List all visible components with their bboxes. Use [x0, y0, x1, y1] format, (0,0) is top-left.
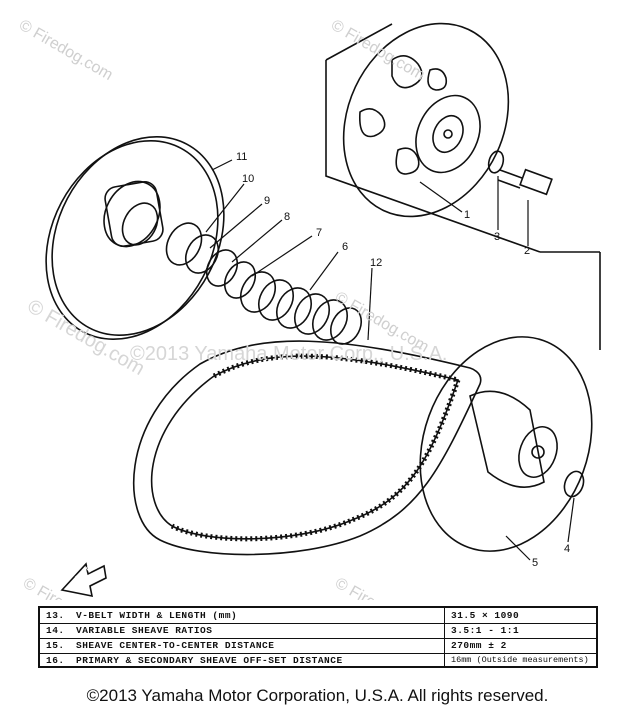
- fwd-arrow-icon: [60, 562, 107, 598]
- copyright-notice: ©2013 Yamaha Motor Corporation, U.S.A. A…: [86, 686, 549, 705]
- spec-row: 14. VARIABLE SHEAVE RATIOS 3.5:1 - 1:1: [40, 623, 596, 639]
- callout-2: 2: [524, 245, 530, 257]
- spec-value: 16mm (Outside measurements): [444, 653, 596, 668]
- spec-number: 16.: [46, 655, 65, 666]
- spec-row: 13. V-BELT WIDTH & LENGTH (mm) 31.5 × 10…: [40, 608, 596, 624]
- circlip-part-4: [563, 470, 585, 498]
- spacer-part-10: [165, 222, 203, 266]
- spec-row: 16. PRIMARY & SECONDARY SHEAVE OFF-SET D…: [40, 653, 596, 668]
- v-belt-part-12: [133, 340, 482, 556]
- spec-description: VARIABLE SHEAVE RATIOS: [76, 625, 213, 636]
- callout-9: 9: [264, 195, 270, 207]
- bolt-part-2: [497, 168, 553, 196]
- callout-5: 5: [532, 557, 538, 569]
- secondary-sheave-part-5: [419, 336, 593, 552]
- callout-6: 6: [342, 241, 348, 253]
- callout-8: 8: [284, 211, 290, 223]
- callout-3: 3: [494, 231, 500, 243]
- spec-number: 13.: [46, 610, 65, 621]
- fixed-sheave-assembly: [325, 22, 601, 350]
- spec-value: 3.5:1 - 1:1: [444, 623, 596, 638]
- watermark-site: © Firedog.com: [332, 575, 432, 600]
- spec-number: 15.: [46, 640, 65, 651]
- spec-description: SHEAVE CENTER-TO-CENTER DISTANCE: [76, 640, 275, 651]
- callout-12: 12: [370, 257, 382, 269]
- fwd-label: FWD: [73, 562, 96, 583]
- seal-part-8: [205, 249, 239, 287]
- spec-description: V-BELT WIDTH & LENGTH (mm): [76, 610, 238, 621]
- spec-value: 270mm ± 2: [444, 638, 596, 653]
- spec-table: 13. V-BELT WIDTH & LENGTH (mm) 31.5 × 10…: [38, 606, 598, 668]
- washer-part-7: [223, 261, 257, 299]
- spec-value: 31.5 × 1090: [444, 608, 596, 623]
- watermark-site: © Firedog.com: [16, 17, 116, 84]
- watermark-owner: ©2013 Yamaha Motor Corp., U.S.A.: [130, 343, 447, 365]
- exploded-parts-diagram: 11 10 9 8 7 6 12 1 3 2 4 5 FWD © Firedog…: [16, 17, 601, 600]
- callout-1: 1: [464, 209, 470, 221]
- spec-row: 15. SHEAVE CENTER-TO-CENTER DISTANCE 270…: [40, 638, 596, 654]
- collar-part-9: [184, 234, 220, 274]
- callout-11: 11: [236, 151, 247, 163]
- spec-description: PRIMARY & SECONDARY SHEAVE OFF-SET DISTA…: [76, 655, 343, 666]
- callout-4: 4: [564, 543, 570, 555]
- washer-part-3: [487, 150, 505, 174]
- callout-10: 10: [242, 173, 254, 185]
- spec-number: 14.: [46, 625, 65, 636]
- movable-sheave-part-11: [45, 135, 225, 341]
- callout-7: 7: [316, 227, 322, 239]
